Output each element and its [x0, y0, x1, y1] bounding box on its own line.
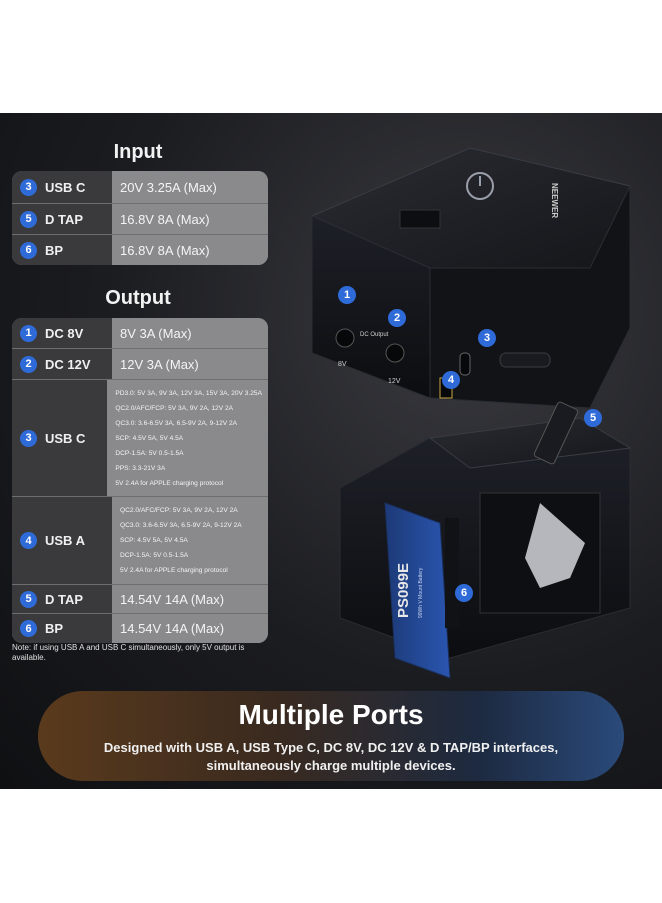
- callout-badge: 6: [20, 620, 37, 637]
- spec-line: 5V 2.4A for APPLE charging protocol: [115, 479, 224, 487]
- spec-line: DCP-1.5A: 5V 0.5-1.5A: [115, 449, 184, 457]
- port-value: 16.8V 8A (Max): [112, 204, 268, 234]
- display-screen: [399, 209, 441, 229]
- callout-3-badge: 3: [478, 329, 496, 347]
- spec-line: QC2.0/AFC/FCP: 5V 3A, 9V 2A, 12V 2A: [115, 404, 234, 412]
- input-row: 5 D TAP 16.8V 8A (Max): [12, 204, 268, 235]
- battery-illustration: NEEWER 8V 12V DC Output PS099E 99Wh V Mo…: [310, 147, 632, 679]
- spec-line: DCP-1.5A: 5V 0.5-1.5A: [120, 552, 189, 559]
- output-row: 1 DC 8V 8V 3A (Max): [12, 318, 268, 349]
- spec-line: QC2.0/AFC/FCP: 5V 3A, 9V 2A, 12V 2A: [120, 507, 238, 514]
- banner-subtitle-line: simultaneously charge multiple devices.: [206, 758, 456, 773]
- callout-badge: 5: [20, 210, 37, 228]
- spec-line: PD3.0: 5V 3A, 9V 3A, 12V 3A, 15V 3A, 20V…: [115, 389, 262, 397]
- callout-badge: 3: [20, 178, 37, 196]
- input-heading: Input: [113, 141, 163, 163]
- spec-line: SCP: 4.5V 5A, 5V 4.5A: [120, 537, 188, 544]
- port-label: USB A: [45, 533, 85, 548]
- port-label: DC 12V: [45, 356, 91, 372]
- callout-2-badge: 2: [388, 309, 406, 327]
- model-name: PS099E: [395, 563, 412, 618]
- banner-subtitle-line: Designed with USB A, USB Type C, DC 8V, …: [103, 740, 559, 755]
- port-12v-label: 12V: [388, 378, 401, 385]
- spec-line: SCP: 4.5V 5A, 5V 4.5A: [115, 434, 184, 442]
- battery-top-view: NEEWER 8V 12V DC Output: [310, 147, 631, 409]
- port-label: DC 8V: [45, 325, 84, 341]
- dtap-cover: [533, 401, 579, 465]
- callout-badge: 1: [20, 324, 37, 342]
- feature-banner: Multiple Ports Designed with USB A, USB …: [38, 691, 624, 781]
- port-8v-label: 8V: [338, 361, 347, 368]
- port-value-list: PD3.0: 5V 3A, 9V 3A, 12V 3A, 15V 3A, 20V…: [107, 380, 268, 496]
- input-table: 3 USB C 20V 3.25A (Max) 5 D TAP 16.8V 8A (…: [12, 171, 268, 265]
- output-row: 2 DC 12V 12V 3A (Max): [12, 349, 268, 380]
- port-label: USB C: [45, 179, 86, 195]
- model-subtitle: 99Wh V Mount Battery: [418, 567, 424, 618]
- usb-c-port: [459, 352, 471, 376]
- spec-line: 5V 2.4A for APPLE charging protocol: [120, 567, 228, 574]
- port-value: 16.8V 8A (Max): [112, 235, 268, 265]
- dc-8v-port: [335, 328, 355, 348]
- input-row: 6 BP 16.8V 8A (Max): [12, 235, 268, 265]
- port-value: 20V 3.25A (Max): [112, 171, 268, 203]
- callout-badge: 5: [20, 590, 37, 608]
- brand-logo: NEEWER: [550, 183, 559, 218]
- callout-5-badge: 5: [584, 409, 602, 427]
- port-value-list: QC2.0/AFC/FCP: 5V 3A, 9V 2A, 12V 2A QC3.…: [112, 497, 268, 584]
- port-label: BP: [45, 621, 64, 636]
- port-label: D TAP: [45, 591, 84, 607]
- dc-output-label: DC Output: [360, 332, 389, 338]
- callout-1-badge: 1: [338, 286, 356, 304]
- input-row: 3 USB C 20V 3.25A (Max): [12, 171, 268, 204]
- callout-badge: 6: [20, 241, 37, 259]
- banner-title: Multiple Ports: [238, 699, 424, 730]
- dc-12v-port: [385, 343, 405, 363]
- output-row: 3 USB C PD3.0: 5V 3A, 9V 3A, 12V 3A, 15V …: [12, 380, 268, 497]
- v-mount-clip: [525, 503, 585, 588]
- port-label: BP: [45, 242, 64, 258]
- banner-subtitle: Designed with USB A, USB Type C, DC 8V, …: [38, 739, 624, 775]
- output-row: 6 BP 14.54V 14A (Max): [12, 614, 268, 643]
- usage-note: Note: if using USB A and USB C simultane…: [12, 643, 245, 662]
- port-label: D TAP: [45, 211, 84, 227]
- port-value: 14.54V 14A (Max): [112, 614, 268, 643]
- power-icon: [466, 172, 494, 200]
- spec-line: PPS: 3.3-21V 3A: [115, 464, 166, 472]
- port-label: USB C: [45, 430, 86, 446]
- callout-6-badge: 6: [455, 584, 473, 602]
- spec-line: QC3.0: 3.6-6.5V 3A, 6.5-9V 2A, 9-12V 2A: [120, 522, 242, 529]
- blue-label-panel: [384, 502, 451, 679]
- callout-badge: 4: [20, 532, 37, 549]
- battery-bottom-view: PS099E 99Wh V Mount Battery: [339, 401, 632, 679]
- port-cover: [499, 352, 551, 368]
- output-heading: Output: [105, 287, 171, 309]
- output-row: 4 USB A QC2.0/AFC/FCP: 5V 3A, 9V 2A, 12V …: [12, 497, 268, 585]
- callout-badge: 2: [20, 355, 37, 373]
- output-row: 5 D TAP 14.54V 14A (Max): [12, 585, 268, 614]
- spec-line: QC3.0: 3.6-6.5V 3A, 6.5-9V 2A, 9-12V 2A: [115, 419, 238, 427]
- port-value: 14.54V 14A (Max): [112, 585, 268, 613]
- callout-badge: 3: [20, 429, 37, 447]
- port-value: 12V 3A (Max): [112, 349, 268, 379]
- callout-4-badge: 4: [442, 371, 460, 389]
- port-value: 8V 3A (Max): [112, 318, 268, 348]
- bp-contacts: [445, 518, 459, 628]
